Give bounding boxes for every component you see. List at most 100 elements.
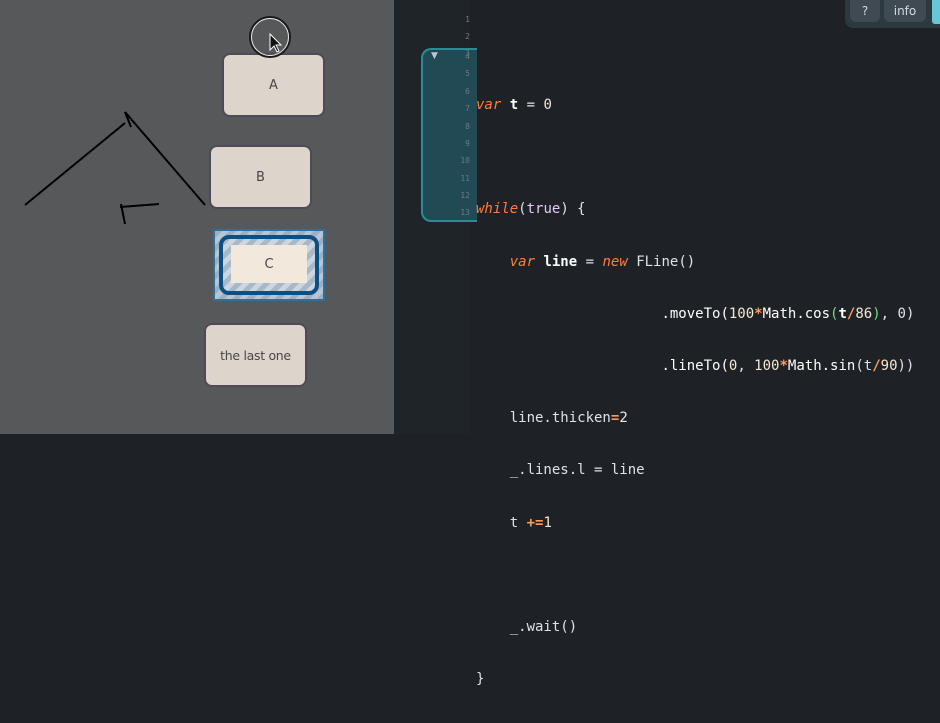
code-token: , [737, 358, 755, 375]
code-indent [476, 462, 510, 478]
code-number: 1 [543, 514, 552, 531]
line-number: 10 [460, 156, 470, 165]
code-indent [476, 515, 510, 531]
code-token: } [476, 671, 485, 688]
box-c-selected[interactable]: C [213, 229, 325, 301]
code-keyword: while [476, 201, 519, 218]
code-token: = [577, 253, 603, 270]
line-number: 13 [460, 208, 470, 217]
code-variable: t [838, 305, 847, 322]
panel-edge-tab[interactable] [932, 0, 940, 24]
code-number: 0 [728, 358, 738, 375]
code-token: (t [855, 358, 873, 375]
code-keyword: var [509, 253, 536, 270]
line-number: 3 [465, 49, 470, 58]
line-segment [119, 203, 160, 208]
code-number: 90 [880, 358, 898, 375]
code-line-12: _.wait() [476, 619, 914, 636]
code-token: _.lines.l = line [509, 462, 645, 479]
code-token: , 0) [880, 305, 915, 322]
code-token: ( [518, 201, 527, 218]
code-variable: t [509, 97, 519, 114]
code-operator: += [526, 514, 544, 531]
help-button-label: ? [861, 4, 869, 18]
code-method: Math.cos [762, 305, 831, 322]
code-editor[interactable]: ▼ 1 2 3 4 5 6 7 8 9 10 11 12 13 var t = … [394, 0, 940, 687]
code-token: ) { [560, 201, 586, 218]
code-line-7: .lineTo(0, 100*Math.sin(t/90)) [476, 358, 914, 375]
line-segment [24, 122, 126, 206]
line-number: 12 [460, 191, 470, 200]
line-segment [124, 111, 132, 128]
code-operator: = [610, 410, 620, 427]
line-number: 6 [465, 87, 470, 96]
code-indent [476, 306, 661, 322]
mouse-cursor-icon [249, 16, 291, 58]
box-a-label: A [269, 77, 278, 93]
code-method: Math.sin [787, 358, 856, 375]
code-line-8: line.thicken=2 [476, 410, 914, 427]
help-button[interactable]: ? [850, 0, 880, 22]
code-bracket-highlight: ) [872, 305, 881, 322]
box-last-label: the last one [220, 347, 291, 363]
code-number: 100 [754, 358, 780, 375]
fold-toggle-icon[interactable]: ▼ [431, 51, 438, 61]
code-number: 0 [543, 97, 552, 114]
code-operator: / [846, 305, 856, 322]
line-number: 4 [465, 52, 470, 61]
code-operator: * [754, 305, 763, 322]
line-segment [120, 203, 126, 225]
line-number: 9 [465, 139, 470, 148]
line-number: 8 [465, 122, 470, 131]
code-indent [476, 358, 661, 374]
code-number: 86 [855, 305, 873, 322]
box-the-last-one[interactable]: the last one [204, 323, 307, 387]
box-b[interactable]: B [209, 145, 312, 209]
box-a[interactable]: A [222, 53, 325, 117]
drawing-canvas[interactable]: A B C the last one [0, 0, 394, 434]
code-method: .moveTo( [661, 305, 729, 322]
code-token: )) [897, 358, 915, 375]
code-line-1 [476, 45, 914, 62]
code-indent [476, 254, 510, 270]
code-token: _.wait() [509, 619, 578, 636]
line-number: 11 [460, 174, 470, 183]
box-c-label: C [264, 256, 274, 272]
code-token: line.thicken [509, 410, 611, 427]
code-indent [476, 410, 510, 426]
code-line-6: .moveTo(100*Math.cos(t/86), 0) [476, 306, 914, 323]
code-keyword: new [602, 253, 628, 270]
code-line-4: while(true) { [476, 201, 914, 218]
info-button[interactable]: info [884, 0, 926, 22]
code-keyword: var [476, 97, 502, 114]
code-bracket-highlight: ( [830, 305, 839, 322]
code-operator: / [872, 358, 881, 375]
line-number: 1 [465, 15, 470, 24]
code-line-9: _.lines.l = line [476, 462, 914, 479]
code-number: 2 [619, 410, 628, 427]
code-line-3 [476, 149, 914, 166]
code-token: t [509, 514, 527, 531]
code-boolean: true [526, 201, 561, 218]
info-button-label: info [893, 4, 917, 18]
line-number: 7 [465, 104, 470, 113]
code-token: FLine() [627, 253, 696, 270]
code-line-2: var t = 0 [476, 97, 914, 114]
code-number: 100 [728, 305, 755, 322]
code-token: = [518, 97, 544, 114]
code-line-5: var line = new FLine() [476, 254, 914, 271]
code-indent [476, 619, 510, 635]
code-method: .lineTo( [661, 358, 729, 375]
drawn-lines [24, 111, 206, 225]
code-variable: line [543, 253, 578, 270]
box-b-label: B [256, 169, 265, 185]
line-number: 2 [465, 32, 470, 41]
code-text[interactable]: var t = 0 while(true) { var line = new F… [476, 10, 914, 723]
box-c[interactable]: C [231, 245, 307, 283]
code-line-11 [476, 567, 914, 584]
line-number: 5 [465, 69, 470, 78]
fold-region [421, 48, 477, 222]
code-line-10: t +=1 [476, 515, 914, 532]
code-operator: * [779, 358, 788, 375]
line-segment [124, 111, 206, 206]
